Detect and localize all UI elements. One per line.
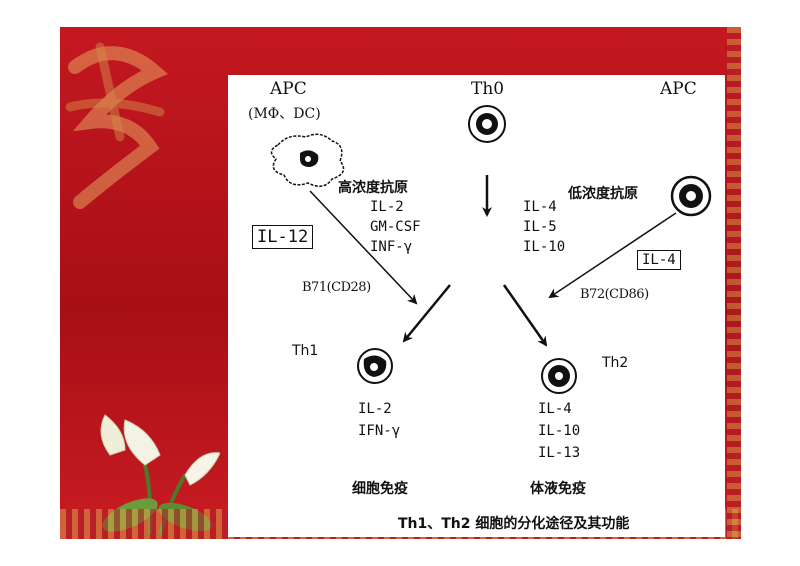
lattice-border-right	[727, 27, 741, 539]
arrow-to-th2	[502, 284, 548, 347]
th0-label: Th0	[471, 79, 505, 99]
th2-output-2: IL-10	[538, 423, 581, 439]
low-antigen-label: 低浓度抗原	[568, 186, 638, 202]
il4-box: IL-4	[637, 250, 681, 270]
th2-label: Th2	[602, 355, 629, 371]
th2-output-1: IL-4	[538, 401, 572, 417]
arrow-to-th1	[402, 284, 451, 343]
differentiation-diagram	[270, 105, 712, 394]
th2-cell-icon	[541, 358, 577, 394]
diagram-board: APC (MΦ、DC) Th0 APC 高浓度抗原 IL-2 GM-CSF IN…	[228, 75, 725, 537]
apc-right-cell-icon	[670, 175, 712, 217]
right-cytokine-3: IL-10	[523, 239, 566, 255]
il12-box: IL-12	[252, 225, 314, 249]
diagram-caption: Th1、Th2 细胞的分化途径及其功能	[398, 516, 630, 532]
th2-output-3: IL-13	[538, 445, 581, 461]
th1-function-label: 细胞免疫	[352, 481, 408, 497]
b72-label: B72(CD86)	[580, 287, 649, 302]
apc-left-subtitle: (MΦ、DC)	[248, 106, 321, 122]
left-cytokine-1: IL-2	[370, 199, 404, 215]
th1-output-1: IL-2	[358, 401, 392, 417]
slide-background: APC (MΦ、DC) Th0 APC 高浓度抗原 IL-2 GM-CSF IN…	[60, 27, 741, 539]
arrow-apc-left-to-center	[309, 190, 418, 305]
apc-right-label: APC	[660, 79, 697, 99]
high-antigen-label: 高浓度抗原	[338, 180, 408, 196]
th1-output-2: IFN-γ	[358, 423, 401, 439]
calligraphy-decoration-left	[65, 42, 168, 209]
th0-cell-icon	[468, 105, 506, 143]
th2-function-label: 体液免疫	[530, 481, 586, 497]
left-cytokine-3: INF-γ	[370, 239, 413, 255]
apc-left-cell-icon	[270, 133, 345, 187]
right-cytokine-2: IL-5	[523, 219, 557, 235]
th1-label: Th1	[292, 343, 319, 359]
th1-cell-icon	[357, 348, 393, 384]
b71-label: B71(CD28)	[302, 280, 371, 295]
right-cytokine-1: IL-4	[523, 199, 557, 215]
left-cytokine-2: GM-CSF	[370, 219, 421, 235]
arrow-apc-right-to-center	[548, 212, 677, 299]
apc-left-label: APC	[270, 79, 307, 99]
